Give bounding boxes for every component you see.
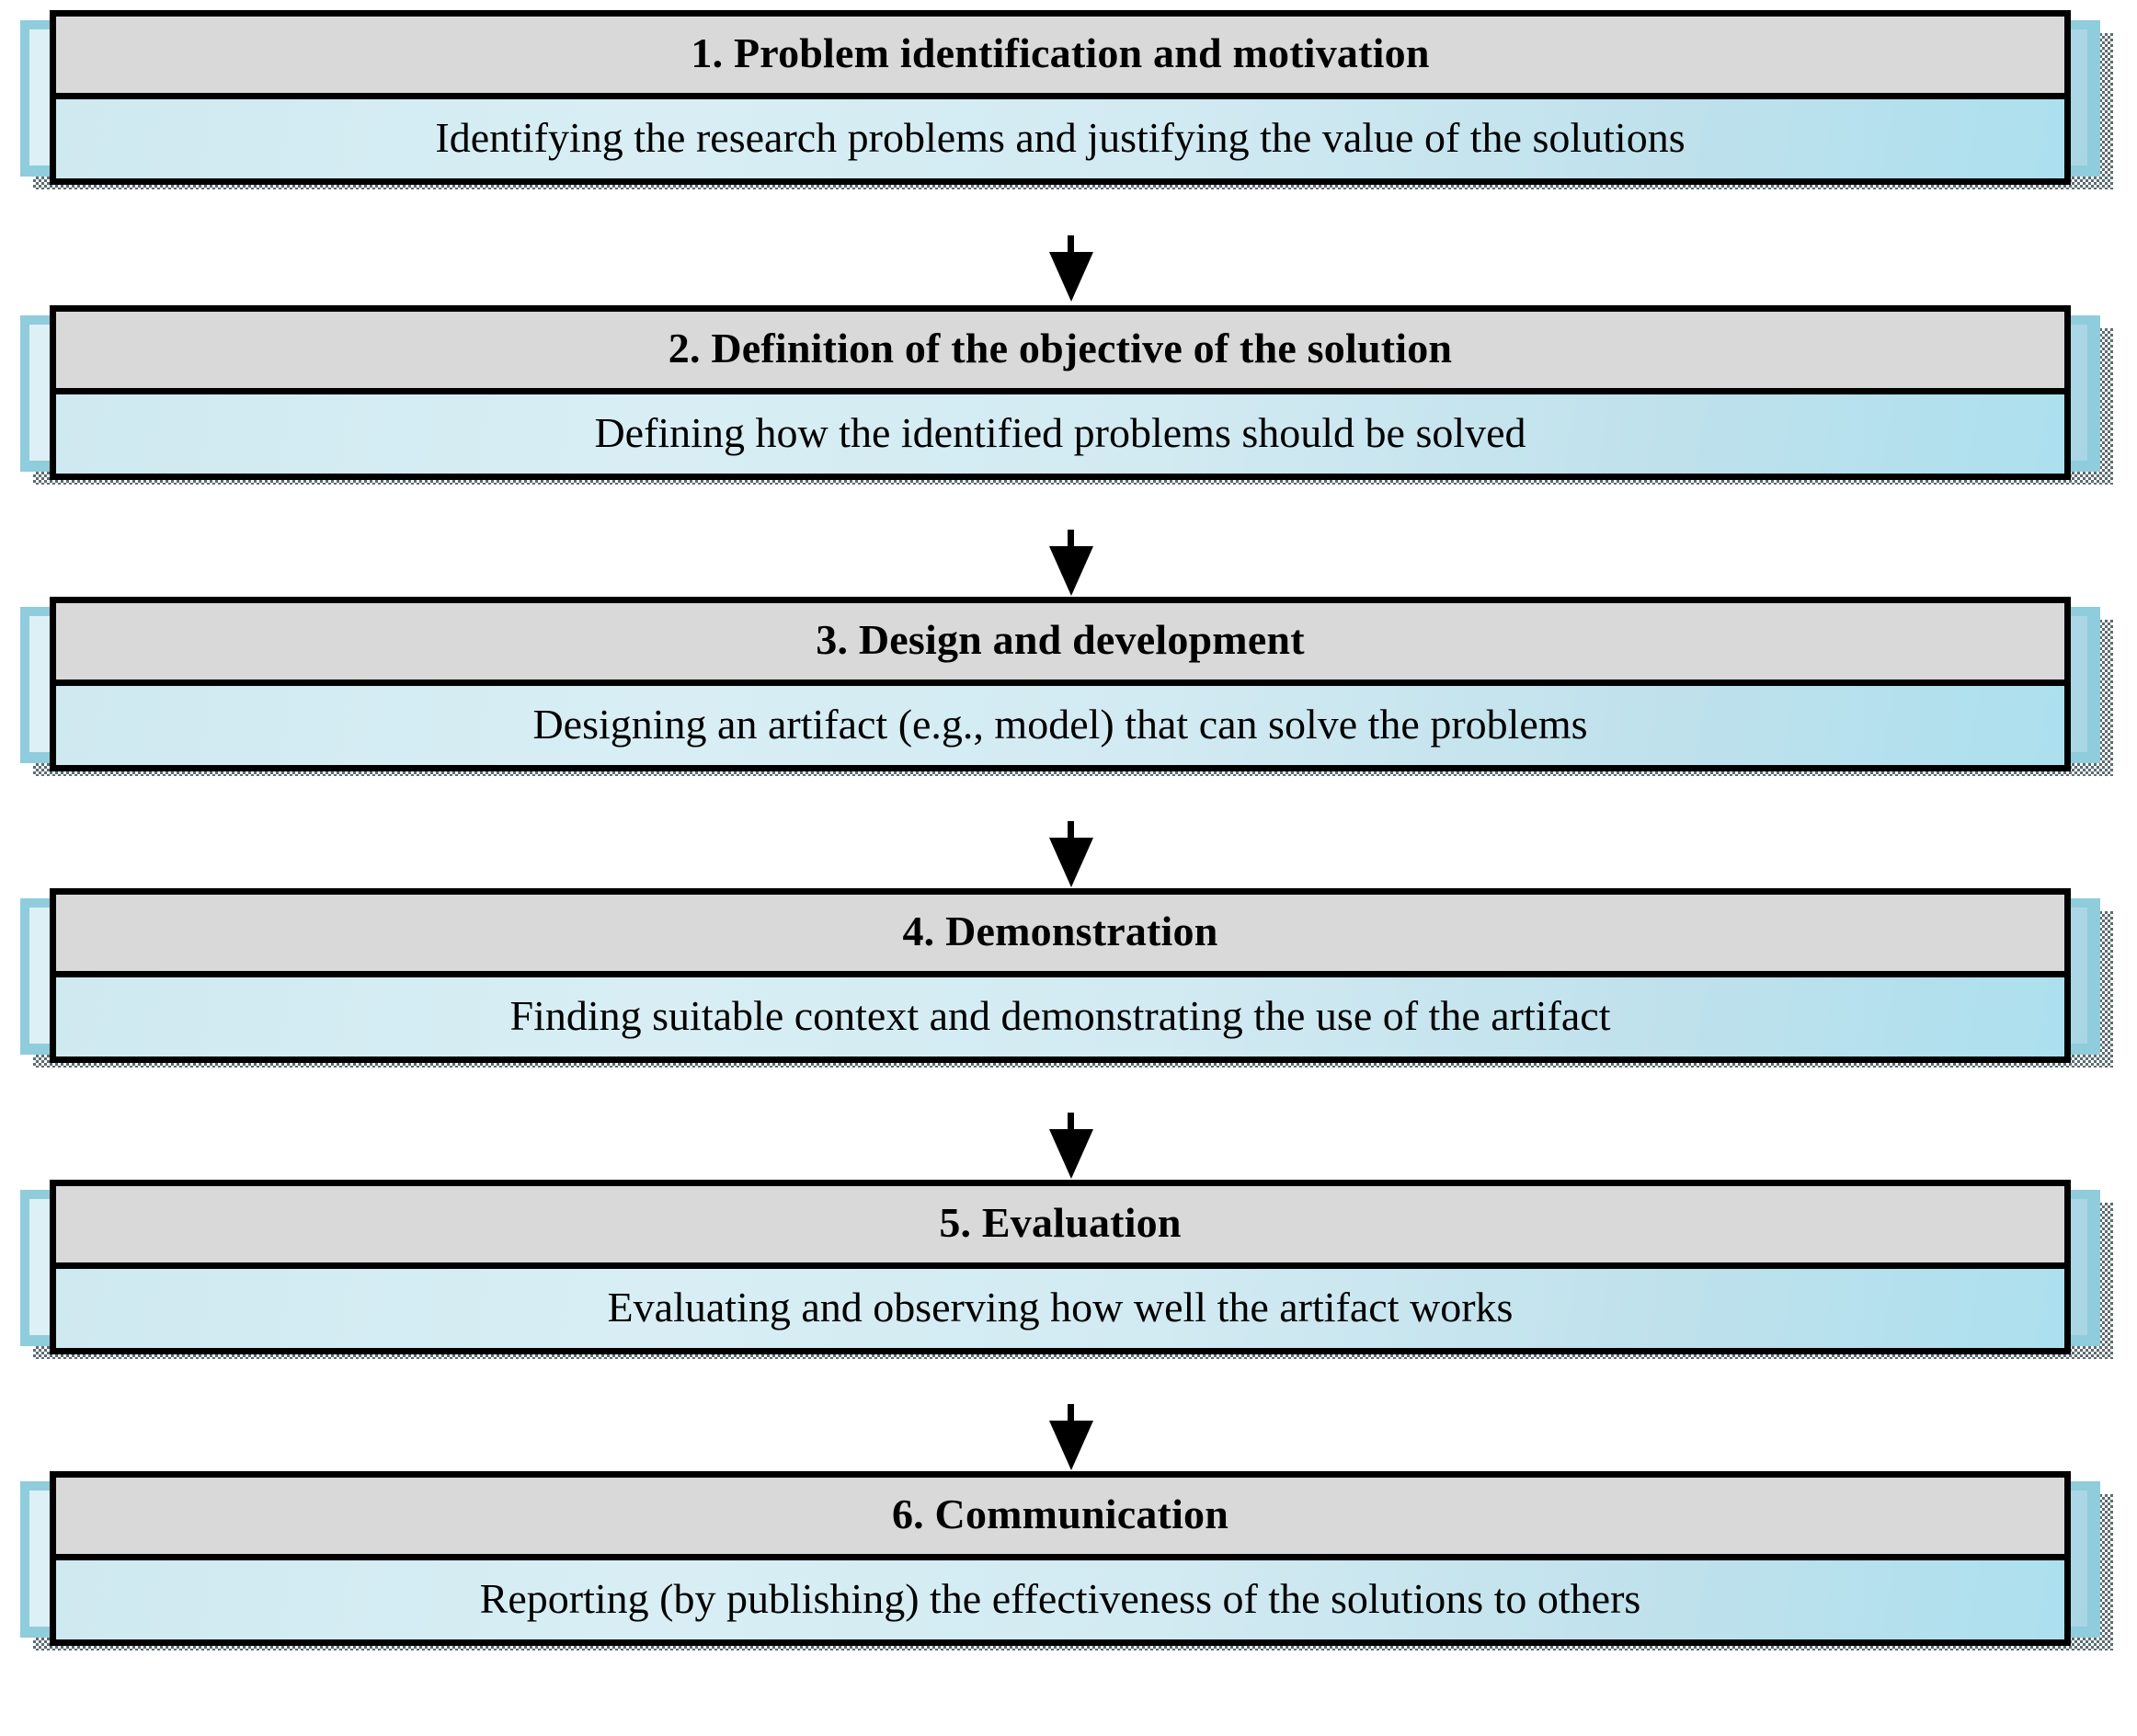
arrow-stem	[1068, 235, 1074, 261]
step-card: 1. Problem identification and motivation…	[50, 10, 2071, 185]
arrow-stem	[1068, 821, 1074, 847]
connector-arrow-3-to-4	[1049, 821, 1093, 887]
step-card: 6. Communication Reporting (by publishin…	[50, 1471, 2071, 1646]
arrow-head-icon	[1049, 546, 1093, 596]
step-panel: 1. Problem identification and motivation…	[29, 10, 2087, 185]
arrow-head-icon	[1049, 1421, 1093, 1470]
step-title: 1. Problem identification and motivation	[56, 17, 2064, 99]
step-card: 5. Evaluation Evaluating and observing h…	[50, 1180, 2071, 1354]
step-frame: 5. Evaluation Evaluating and observing h…	[20, 1180, 2100, 1354]
step-card: 2. Definition of the objective of the so…	[50, 305, 2071, 480]
step-title: 5. Evaluation	[56, 1186, 2064, 1269]
connector-arrow-1-to-2	[1049, 235, 1093, 302]
step-description: Identifying the research problems and ju…	[56, 98, 2064, 178]
step-description: Finding suitable context and demonstrati…	[56, 976, 2064, 1056]
step-title: 6. Communication	[56, 1478, 2064, 1560]
arrow-head-icon	[1049, 838, 1093, 887]
step-description: Evaluating and observing how well the ar…	[56, 1268, 2064, 1348]
step-frame: 1. Problem identification and motivation…	[20, 10, 2100, 185]
step-title: 3. Design and development	[56, 603, 2064, 686]
arrow-stem	[1068, 1404, 1074, 1430]
step-description: Reporting (by publishing) the effectiven…	[56, 1559, 2064, 1639]
process-step-2[interactable]: 2. Definition of the objective of the so…	[20, 305, 2113, 485]
connector-arrow-5-to-6	[1049, 1404, 1093, 1470]
process-step-3[interactable]: 3. Design and development Designing an a…	[20, 597, 2113, 776]
process-step-5[interactable]: 5. Evaluation Evaluating and observing h…	[20, 1180, 2113, 1359]
step-panel: 4. Demonstration Finding suitable contex…	[29, 888, 2087, 1063]
connector-arrow-4-to-5	[1049, 1113, 1093, 1179]
step-frame: 6. Communication Reporting (by publishin…	[20, 1471, 2100, 1646]
step-card: 4. Demonstration Finding suitable contex…	[50, 888, 2071, 1063]
step-card: 3. Design and development Designing an a…	[50, 597, 2071, 771]
arrow-stem	[1068, 530, 1074, 555]
connector-arrow-2-to-3	[1049, 530, 1093, 596]
step-frame: 2. Definition of the objective of the so…	[20, 305, 2100, 480]
process-step-1[interactable]: 1. Problem identification and motivation…	[20, 10, 2113, 189]
process-step-6[interactable]: 6. Communication Reporting (by publishin…	[20, 1471, 2113, 1650]
step-description: Defining how the identified problems sho…	[56, 394, 2064, 474]
arrow-stem	[1068, 1113, 1074, 1138]
arrow-head-icon	[1049, 252, 1093, 302]
step-panel: 5. Evaluation Evaluating and observing h…	[29, 1180, 2087, 1354]
step-description: Designing an artifact (e.g., model) that…	[56, 685, 2064, 765]
step-title: 2. Definition of the objective of the so…	[56, 312, 2064, 394]
step-title: 4. Demonstration	[56, 895, 2064, 977]
step-panel: 2. Definition of the objective of the so…	[29, 305, 2087, 480]
step-frame: 4. Demonstration Finding suitable contex…	[20, 888, 2100, 1063]
process-step-4[interactable]: 4. Demonstration Finding suitable contex…	[20, 888, 2113, 1068]
arrow-head-icon	[1049, 1129, 1093, 1179]
step-frame: 3. Design and development Designing an a…	[20, 597, 2100, 771]
step-panel: 6. Communication Reporting (by publishin…	[29, 1471, 2087, 1646]
step-panel: 3. Design and development Designing an a…	[29, 597, 2087, 771]
